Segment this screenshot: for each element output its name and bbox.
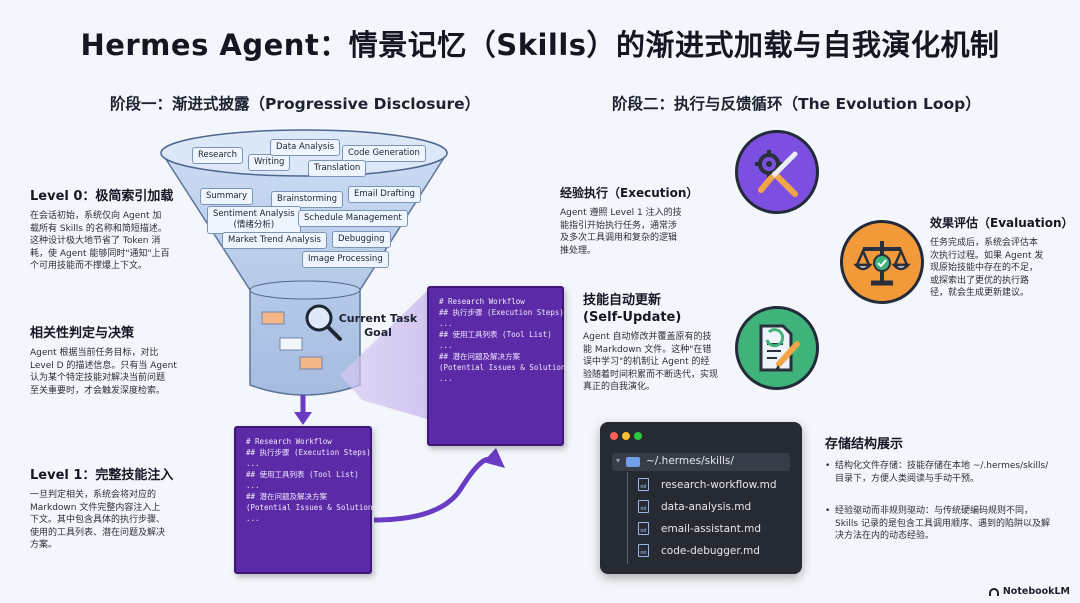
mini-card [261,311,285,325]
md-file-icon: md [638,544,649,557]
md-file-icon: md [638,522,649,535]
evaluation-head: 效果评估（Evaluation） [930,216,1074,230]
mini-card [299,356,323,370]
skill-tag: Email Drafting [348,186,421,203]
skill-tag: Data Analysis [270,139,341,156]
relevance-head: 相关性判定与决策 [30,326,135,341]
notebooklm-logo: NotebookLM [988,586,1070,597]
minimize-dot[interactable] [622,432,630,440]
skill-tag: Sentiment Analysis (情绪分析) [207,206,301,234]
skill-tag: Brainstorming [271,191,344,208]
skill-tag: Research [192,147,243,164]
curve-arrow-head [483,448,505,468]
curve-arrow [373,456,496,523]
mini-card [279,337,303,351]
page-title: Hermes Agent：情景记忆（Skills）的渐进式加载与自我演化机制 [80,28,1000,62]
chevron-down-icon: ▾ [616,456,621,465]
skill-md-card-top: # Research Workflow## 执行步骤 (Execution St… [427,286,574,446]
level1-head: Level 1：完整技能注入 [30,468,174,483]
file-name: data-analysis.md [661,500,752,513]
down-arrow-head [294,412,312,425]
folder-path: ~/.hermes/skills/ [646,455,734,467]
skill-tag: Code Generation [342,145,426,162]
maximize-dot[interactable] [634,432,642,440]
level0-body: 在会话初始，系统仅向 Agent 加载所有 Skills 的名称和简短描述。这种… [30,211,170,271]
md-file-icon: md [638,478,649,491]
md-file-icon: md [638,500,649,513]
document-edit-icon [735,306,819,390]
file-item[interactable]: md data-analysis.md [638,500,751,513]
execution-head: 经验执行（Execution） [560,186,699,200]
skill-tag: Writing [248,154,291,171]
update-section: 技能自动更新(Self-Update) Agent 自动修改并覆盖原有的技能 M… [583,292,753,394]
file-name: code-debugger.md [661,544,760,557]
file-name: email-assistant.md [661,522,762,535]
storage-head: 存储结构展示 [825,437,904,452]
stage1-title: 阶段一：渐进式披露（Progressive Disclosure） [110,95,481,113]
file-item[interactable]: md email-assistant.md [638,522,761,535]
file-item[interactable]: md research-workflow.md [638,478,777,491]
file-explorer-window: ▾ ~/.hermes/skills/ md research-workflow… [600,422,802,574]
evaluation-section: 效果评估（Evaluation） 任务完成后，系统会评估本次执行过程。如果 Ag… [930,214,1074,300]
level0-section: Level 0：极简索引加载 在会话初始，系统仅向 Agent 加载所有 Ski… [30,185,195,273]
storage-bullet: 经验驱动而非规则驱动：与传统硬编码规则不同，Skills 记录的是包含工具调用顺… [825,505,1055,543]
skill-tag: Debugging [332,231,391,248]
skill-md-card-bottom: # Research Workflow## 执行步骤 (Execution St… [234,426,381,574]
skill-tag: Market Trend Analysis [222,232,327,249]
storage-bullet: 结构化文件存储：技能存储在本地 ~/.hermes/skills/ 目录下，方便… [825,460,1055,485]
folder-icon [626,457,640,467]
skill-tag: Schedule Management [298,210,408,227]
balance-scale-icon [840,220,924,304]
tools-icon [735,130,819,214]
file-item[interactable]: md code-debugger.md [638,544,760,557]
close-dot[interactable] [610,432,618,440]
skill-tag: Image Processing [302,251,389,268]
skill-tag: Translation [308,160,367,177]
folder-row[interactable]: ▾ ~/.hermes/skills/ [612,453,790,471]
level0-head: Level 0：极简索引加载 [30,189,174,204]
beam [340,288,430,420]
tree-line [627,472,628,564]
funnel-neck [249,280,361,300]
notebooklm-icon [988,587,999,596]
magnifier-icon [305,304,333,332]
execution-body: Agent 遵照 Level 1 注入的技能指引开始执行任务，通常涉及多次工具调… [560,208,682,256]
file-name: research-workflow.md [661,478,777,491]
execution-section: 经验执行（Execution） Agent 遵照 Level 1 注入的技能指引… [560,184,720,257]
evaluation-body: 任务完成后，系统会评估本次执行过程。如果 Agent 发现原始技能中存在的不足，… [930,238,1044,298]
update-head: 技能自动更新(Self-Update) [583,293,682,325]
update-body: Agent 自动修改并覆盖原有的技能 Markdown 文件。这种"在错误中学习… [583,332,719,392]
stage2-title: 阶段二：执行与反馈循环（The Evolution Loop） [612,95,981,113]
skill-tag: Summary [200,188,254,205]
